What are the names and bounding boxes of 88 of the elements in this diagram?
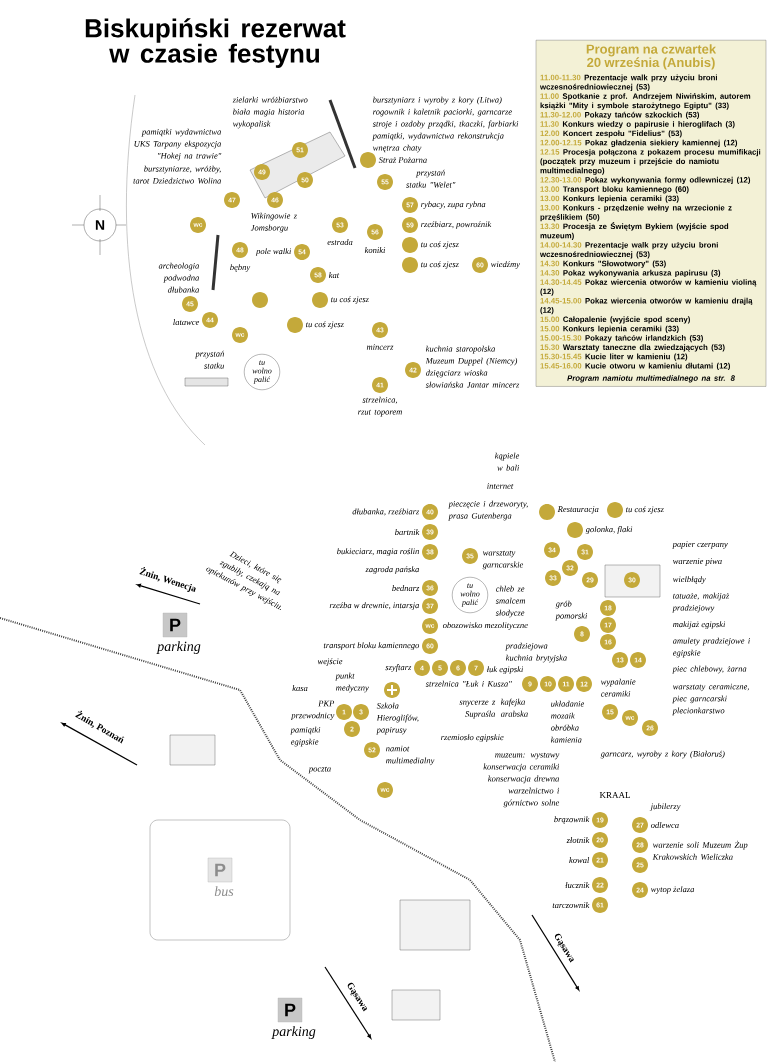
place-label: obozowisko mezolityczne — [442, 622, 528, 630]
place-label: garncarz, wyroby z kory (Białoruś) — [600, 750, 725, 759]
place-label: tu coś zjesz — [421, 241, 459, 249]
place-label: złotnik — [566, 837, 590, 843]
parking-sign: P — [162, 612, 188, 638]
place-label: namiot multimedialny — [386, 745, 435, 766]
place-label: pamiątki egipskie — [290, 726, 321, 747]
place-label: wytop żelaza — [650, 886, 695, 894]
place-label: wielbłądy — [672, 576, 706, 584]
place-label: bednarz — [392, 585, 420, 591]
place-label: pole walki — [255, 248, 292, 256]
place-label: punkt medyczny — [335, 672, 369, 693]
place-label: wejście — [317, 658, 343, 666]
place-label: zielarki wróżbiarstwo biała magia historia wykopalisk — [232, 96, 308, 129]
place-label: pradziejowa kuchnia brytyjska — [505, 642, 567, 663]
place-label: tarczownik — [552, 902, 590, 908]
place-label: bukieciarz, magia roślin — [337, 548, 419, 556]
place-label: warzenie soli Muzeum Żup Krakowskich Wieliczka — [652, 840, 748, 860]
place-label: rzemiosło egipskie — [441, 734, 504, 742]
place-label: KRAAL — [599, 792, 630, 798]
place-label: brązownik — [554, 816, 590, 824]
place-label: Wikingowie z Jomsborgu — [250, 212, 297, 233]
place-label: makijaż egipski — [673, 621, 726, 629]
place-label: latawce — [173, 319, 200, 325]
place-label: snycerze z Supraśla — [459, 700, 496, 719]
place-label: muzeum: wystawy konserwacja ceramiki konserwacja drewna warzelnictwo i górnictwo solne — [483, 752, 560, 808]
place-label: rybacy, zupa rybna — [421, 201, 486, 209]
parking-label: bus — [214, 886, 234, 897]
place-label: mincerz — [366, 344, 394, 350]
place-label: kowal — [569, 857, 590, 863]
place-label: tu coś zjesz — [331, 296, 369, 304]
place-label: transport bloku kamiennego — [323, 642, 420, 650]
place-label: łuk egipski — [486, 666, 524, 674]
parking-label: parking — [156, 641, 201, 654]
place-label: tatuaże, makijaż pradziejowy — [672, 592, 730, 613]
place-label: łucznik — [565, 882, 590, 888]
parking-label: parking — [271, 1026, 316, 1039]
place-label: dłubanka, rzeźbiarz — [352, 508, 420, 516]
place-label: kasa — [292, 685, 308, 691]
program-box — [535, 40, 767, 387]
place-label: archeologia podwodna dłubanka — [158, 262, 199, 293]
place-label: obróbka kamienia — [550, 724, 582, 743]
place-label: wiedźmy — [490, 261, 520, 269]
place-label: szyftarz — [385, 664, 412, 672]
place-label: bębny — [230, 264, 251, 272]
place-label: warsztaty ceramiczne, piec garncarski plecionkarstwo — [672, 683, 749, 716]
place-label: Szkoła Hieroglifów, papirusy — [376, 702, 419, 735]
place-label: bartnik — [395, 529, 420, 535]
title: Biskupiński rezerwat w czasie festynu — [85, 18, 346, 68]
place-label: Straż Pożarna — [378, 157, 427, 163]
place-label: zagroda pańska — [365, 566, 419, 574]
place-label: grób pomorski — [555, 600, 588, 621]
place-label: amulety pradziejowe i egipskie — [672, 637, 750, 658]
place-label: rzeźba w drewnie, intarsja — [329, 602, 419, 610]
place-label: pieczęcie i drzeworyty, prasa Gutenberga — [448, 500, 528, 521]
place-label: kuchnia staropolska Muzeum Duppel (Niemcy) dzięgciarz wioska słowiańska Jantar mincerz — [425, 345, 520, 388]
place-label: poczta — [308, 766, 331, 774]
place-label: strzelnica, rzut toporem — [358, 396, 402, 417]
place-label: warzenie piwa — [672, 558, 722, 566]
place-label: tu coś zjesz — [421, 261, 459, 269]
place-label: koniki — [364, 247, 386, 253]
place-label: bursztyniarz i wyroby z kory (Litwa) rogownik i kaletnik paciorki, garncarze stroje i ozdoby prządki, tkaczki, farbiarki pamiątki, wydawnictwa rekonstrukcja wnętrza chaty — [372, 96, 519, 153]
place-label: strzelnica "Łuk i Kusza" — [425, 680, 512, 687]
place-label: przystań statku — [195, 350, 225, 369]
place-label: kąpiele w bali — [495, 452, 520, 471]
place-label: tu coś zjesz — [626, 506, 664, 514]
place-label: jubilerzy — [649, 803, 681, 811]
place-label: papier czerpany — [672, 541, 728, 549]
place-label: rzeźbiarz, powroźnik — [421, 221, 492, 229]
place-label: tu coś zjesz — [306, 321, 344, 329]
place-label: internet — [487, 483, 514, 489]
place-label: wypalanie ceramiki — [600, 678, 636, 697]
place-label: estrada — [327, 239, 353, 245]
place-label: pamiątki wydawnictwa UKS Tarpany ekspozycja "Hokej na trawie" — [134, 128, 222, 161]
place-label: kat — [328, 272, 340, 278]
program-heading: Program na czwartek 20 września (Anubis) — [586, 44, 717, 70]
place-label: kafejka arabska — [500, 698, 528, 717]
parking-sign: P — [207, 857, 233, 883]
place-label: przystań statku "Welet" — [406, 169, 456, 188]
place-label: warsztaty garncarskie — [482, 550, 524, 570]
place-label: chleb ze smalcem słodycze — [495, 585, 526, 618]
place-label: golonka, flaki — [585, 526, 633, 534]
parking-sign: P — [277, 997, 303, 1023]
place-label: odlewca — [650, 822, 679, 828]
place-label: piec chlebowy, żarna — [672, 665, 747, 674]
place-label: Restauracja — [557, 506, 599, 514]
place-label: bursztyniarze, wróżby, tarot Dziedzictwo Wolina — [133, 165, 221, 184]
compass-letter: N — [95, 220, 105, 230]
